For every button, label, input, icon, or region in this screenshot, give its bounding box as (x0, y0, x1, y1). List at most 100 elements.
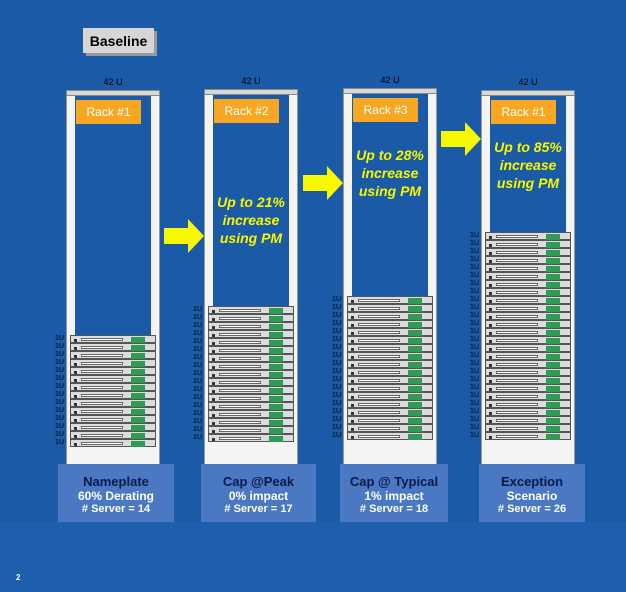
server-led (351, 356, 354, 359)
drive-bay (219, 413, 261, 416)
server-unit (485, 368, 571, 376)
drive-bay (496, 363, 538, 366)
server-unit (485, 376, 571, 384)
server-unit (485, 232, 571, 240)
server-led (489, 268, 492, 271)
server-unit (485, 336, 571, 344)
server-unit (347, 432, 433, 440)
unit-label: 1U (470, 328, 479, 335)
drive-bay (81, 418, 123, 421)
server-unit (485, 400, 571, 408)
server-indicator (546, 234, 560, 240)
server-indicator (408, 418, 422, 424)
drive-bay (496, 331, 538, 334)
server-indicator (546, 298, 560, 304)
server-unit (208, 322, 294, 330)
server-led (489, 308, 492, 311)
rack-name-label: Rack #1 (491, 100, 556, 124)
drive-bay (219, 317, 261, 320)
server-led (489, 356, 492, 359)
server-led (489, 348, 492, 351)
server-indicator (408, 306, 422, 312)
increase-note: Up to 21% increase using PM (210, 193, 292, 247)
server-led (351, 412, 354, 415)
footer-band (0, 522, 626, 592)
server-unit (485, 240, 571, 248)
server-unit (208, 306, 294, 314)
note-line: increase (222, 212, 280, 228)
unit-label: 1U (470, 272, 479, 279)
unit-label: 1U (470, 416, 479, 423)
server-led (212, 342, 215, 345)
server-indicator (546, 258, 560, 264)
drive-bay (496, 235, 538, 238)
drive-bay (358, 363, 400, 366)
drive-bay (219, 333, 261, 336)
unit-label: 1U (55, 367, 64, 374)
drive-bay (496, 251, 538, 254)
server-indicator (546, 394, 560, 400)
drive-bay (81, 426, 123, 429)
drive-bay (219, 437, 261, 440)
drive-bay (496, 243, 538, 246)
server-indicator (546, 370, 560, 376)
server-indicator (269, 356, 283, 362)
drive-bay (496, 267, 538, 270)
server-led (489, 412, 492, 415)
server-led (74, 419, 77, 422)
drive-bay (496, 371, 538, 374)
unit-label: 1U (193, 370, 202, 377)
rack-name-label: Rack #3 (353, 98, 418, 122)
server-led (74, 403, 77, 406)
server-indicator (131, 369, 145, 375)
unit-label: 1U (332, 424, 341, 431)
note-line: using PM (219, 230, 283, 246)
rack-top-cap (343, 88, 437, 94)
server-unit (485, 344, 571, 352)
unit-label: 1U (470, 392, 479, 399)
unit-label: 1U (193, 314, 202, 321)
unit-label: 1U (470, 240, 479, 247)
unit-label: 1U (470, 408, 479, 415)
unit-label: 1U (470, 336, 479, 343)
caption-title: Cap @Peak (222, 473, 295, 489)
server-unit (485, 248, 571, 256)
server-led (489, 300, 492, 303)
server-unit (70, 383, 156, 391)
unit-label: 1U (193, 426, 202, 433)
drive-bay (358, 355, 400, 358)
drive-bay (496, 435, 538, 438)
unit-label: 1U (55, 415, 64, 422)
server-led (351, 364, 354, 367)
unit-label: 1U (55, 343, 64, 350)
unit-label: 1U (470, 248, 479, 255)
server-led (489, 380, 492, 383)
server-unit (208, 378, 294, 386)
unit-label: 1U (332, 352, 341, 359)
server-unit (70, 431, 156, 439)
server-indicator (131, 393, 145, 399)
drive-bay (496, 419, 538, 422)
caption-server-count: # Server = 14 (81, 502, 151, 515)
drive-bay (219, 429, 261, 432)
drive-bay (496, 315, 538, 318)
note-line: increase (361, 165, 419, 181)
unit-label: 1U (470, 256, 479, 263)
drive-bay (496, 259, 538, 262)
server-indicator (546, 378, 560, 384)
drive-bay (358, 347, 400, 350)
drive-bay (81, 442, 123, 445)
rack-top-cap (204, 89, 298, 95)
server-unit (485, 288, 571, 296)
server-indicator (131, 337, 145, 343)
drive-bay (358, 299, 400, 302)
server-unit (485, 360, 571, 368)
drive-bay (496, 283, 538, 286)
drive-bay (219, 381, 261, 384)
unit-label: 1U (470, 280, 479, 287)
server-indicator (546, 306, 560, 312)
caption-subtitle: Scenario (506, 488, 558, 503)
server-indicator (546, 346, 560, 352)
server-unit (347, 312, 433, 320)
